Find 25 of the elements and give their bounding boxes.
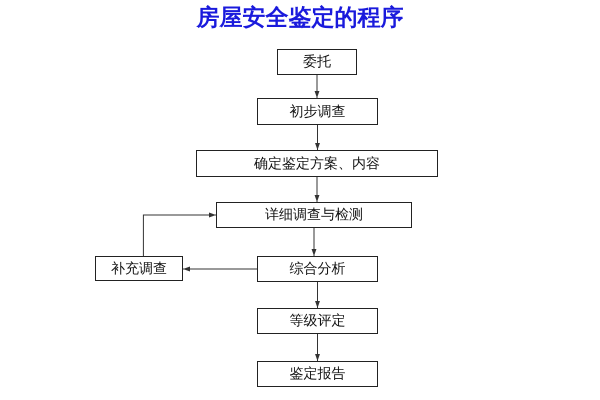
node-label: 确定鉴定方案、内容 bbox=[254, 154, 380, 172]
diagram-title: 房屋安全鉴定的程序 bbox=[195, 3, 404, 33]
node-label: 委托 bbox=[303, 53, 331, 71]
process-box bbox=[257, 308, 378, 334]
node-label: 综合分析 bbox=[290, 260, 346, 278]
process-box bbox=[257, 361, 378, 387]
process-box bbox=[257, 98, 378, 125]
node-label: 补充调查 bbox=[111, 260, 167, 278]
process-box bbox=[95, 256, 183, 281]
process-box bbox=[277, 49, 357, 75]
arrow bbox=[312, 228, 316, 256]
process-box bbox=[196, 150, 438, 177]
node-label: 等级评定 bbox=[290, 312, 346, 330]
node-label: 详细调查与检测 bbox=[265, 206, 363, 224]
process-box bbox=[216, 202, 412, 228]
process-box bbox=[257, 256, 378, 282]
arrow bbox=[142, 212, 216, 256]
arrow bbox=[315, 334, 320, 362]
arrow bbox=[315, 124, 320, 150]
node-label: 鉴定报告 bbox=[290, 365, 346, 383]
arrow bbox=[315, 282, 320, 308]
node-label: 初步调查 bbox=[290, 102, 346, 120]
arrow bbox=[314, 176, 320, 202]
arrow bbox=[314, 74, 320, 98]
arrow bbox=[182, 266, 258, 272]
